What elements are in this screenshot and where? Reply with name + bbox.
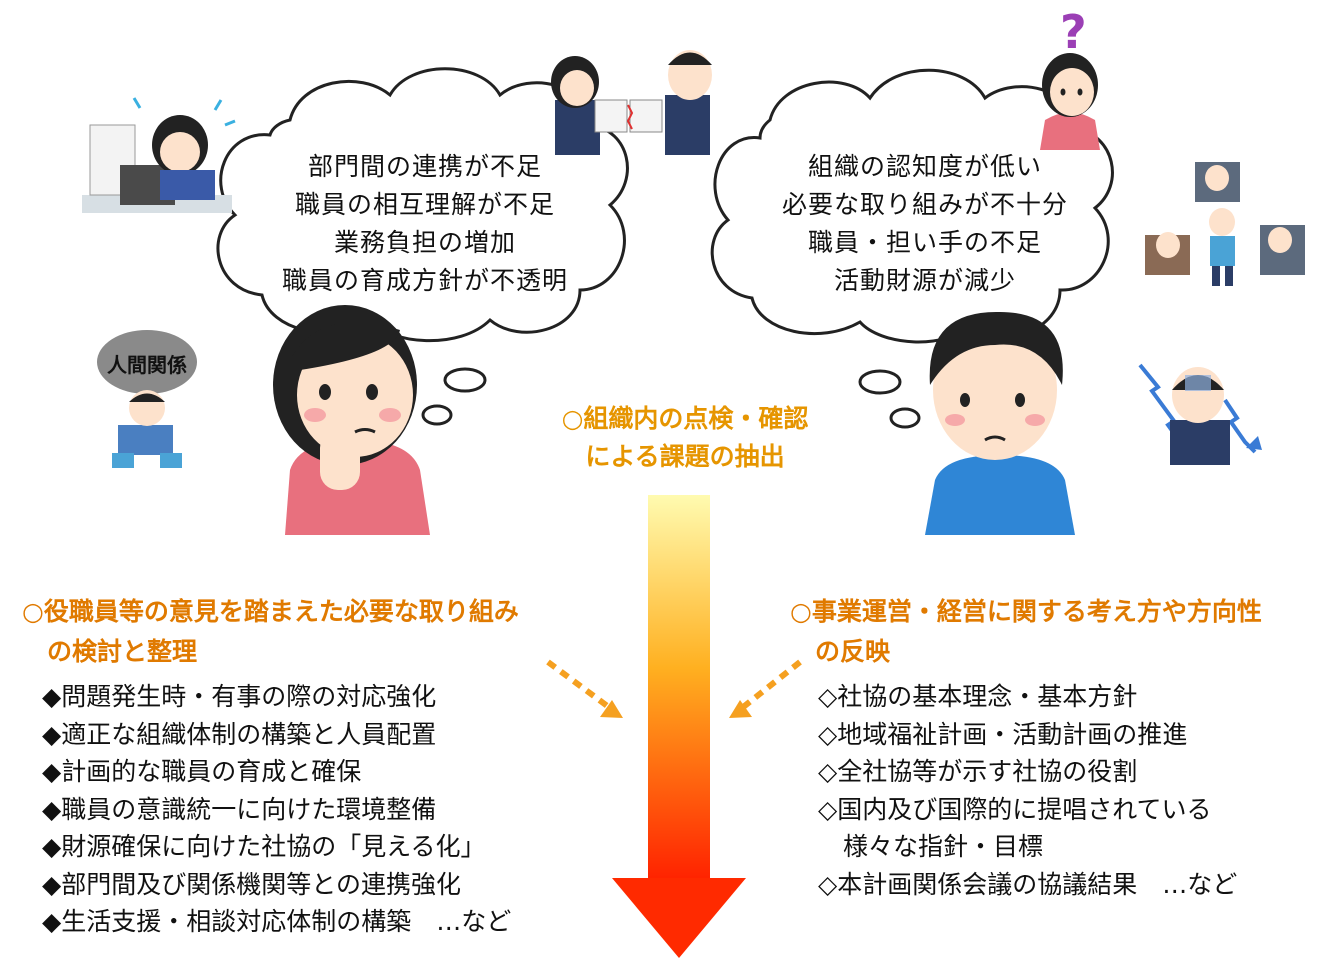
list-item: 様々な指針・目標 <box>818 832 1044 861</box>
left-bubble-line: 部門間の連携が不足 <box>307 152 542 181</box>
center-label-line: による課題の抽出 <box>585 442 785 471</box>
list-item: ◆生活支援・相談対応体制の構築 …など <box>42 907 512 936</box>
question-mark-icon: ? <box>1060 5 1087 59</box>
list-item: ◇国内及び国際的に提唱されている <box>818 794 1212 824</box>
left-thought-bubble <box>216 67 629 426</box>
worried-man-illustration <box>925 311 1075 535</box>
list-item: ◇全社協等が示す社協の役割 <box>818 757 1138 786</box>
burden-rock-label: 人間関係 <box>107 353 187 377</box>
heavy-burden-illustration <box>97 330 197 468</box>
overworked-worker-illustration <box>82 97 236 213</box>
right-panel-heading: ○事業運営・経営に関する考え方や方向性 の反映 <box>790 592 1262 672</box>
list-item: ◇地域福祉計画・活動計画の推進 <box>818 719 1188 749</box>
list-item: ◆部門間及び関係機関等との連携強化 <box>42 869 461 899</box>
right-panel-list: ◇社協の基本理念・基本方針 ◇地域福祉計画・活動計画の推進 ◇全社協等が示す社協… <box>818 678 1237 903</box>
right-bubble-text: 組織の認知度が低い 必要な取り組みが不十分 職員・担い手の不足 活動財源が減少 <box>755 148 1095 300</box>
left-bubble-line: 職員の育成方針が不透明 <box>281 266 568 295</box>
right-thought-bubble <box>710 68 1114 429</box>
puzzle-conflict-illustration <box>551 50 712 155</box>
left-panel-list: ◆問題発生時・有事の際の対応強化 ◆適正な組織体制の構築と人員配置 ◆計画的な職… <box>42 678 511 941</box>
left-heading-line: ○役職員等の意見を踏まえた必要な取り組み <box>22 597 519 626</box>
list-item: ◆職員の意識統一に向けた環境整備 <box>42 794 437 824</box>
blamed-worker-illustration <box>1145 162 1305 286</box>
right-bubble-line: 職員・担い手の不足 <box>807 228 1042 257</box>
right-heading-line: の反映 <box>790 637 891 666</box>
right-heading-line: ○事業運営・経営に関する考え方や方向性 <box>790 597 1262 626</box>
left-bubble-text: 部門間の連携が不足 職員の相互理解が不足 業務負担の増加 職員の育成方針が不透明 <box>250 148 600 300</box>
left-panel-heading: ○役職員等の意見を踏まえた必要な取り組み の検討と整理 <box>22 592 519 672</box>
left-bubble-line: 業務負担の増加 <box>333 228 516 257</box>
right-bubble-line: 活動財源が減少 <box>833 266 1016 295</box>
left-bubble-line: 職員の相互理解が不足 <box>294 190 555 219</box>
downward-arrow <box>612 495 746 958</box>
depressed-man-illustration <box>1138 363 1262 465</box>
left-dotted-arrow <box>546 659 623 718</box>
confused-woman-illustration <box>1040 53 1100 150</box>
list-item: ◆計画的な職員の育成と確保 <box>42 757 362 786</box>
list-item: ◇社協の基本理念・基本方針 <box>818 682 1138 711</box>
list-item: ◆問題発生時・有事の際の対応強化 <box>42 682 437 711</box>
right-bubble-line: 必要な取り組みが不十分 <box>781 190 1068 219</box>
left-heading-line: の検討と整理 <box>22 637 198 666</box>
right-bubble-line: 組織の認知度が低い <box>807 152 1042 181</box>
list-item: ◆財源確保に向けた社協の「見える化」 <box>42 832 486 861</box>
center-label-line: ○組織内の点検・確認 <box>561 404 809 433</box>
worried-woman-illustration <box>273 305 430 535</box>
list-item: ◇本計画関係会議の協議結果 …など <box>818 869 1238 899</box>
list-item: ◆適正な組織体制の構築と人員配置 <box>42 719 437 749</box>
right-dotted-arrow <box>729 659 802 718</box>
center-label: ○組織内の点検・確認 による課題の抽出 <box>520 400 850 476</box>
